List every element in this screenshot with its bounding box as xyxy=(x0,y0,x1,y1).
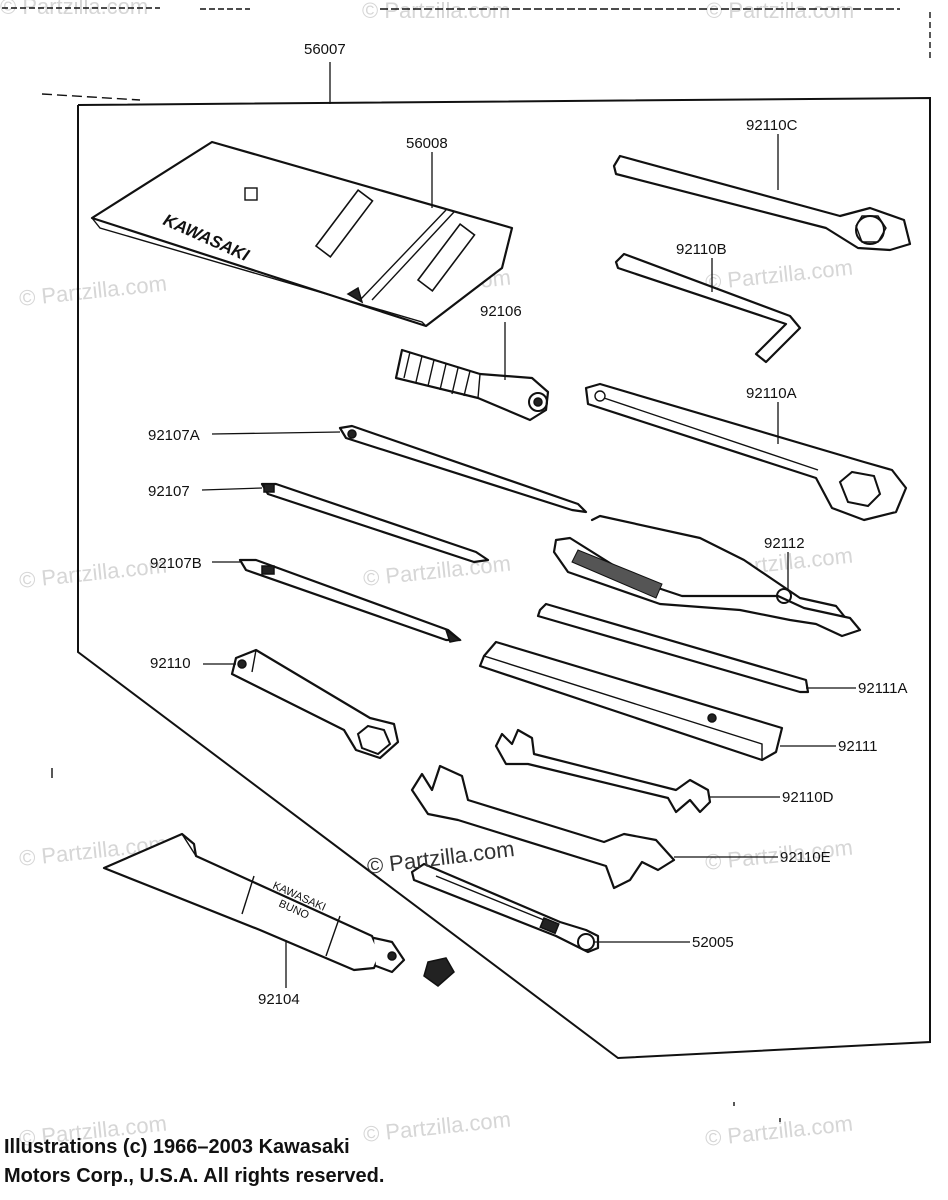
label-92110A: 92110A xyxy=(746,385,797,402)
watermark: © Partzilla.com xyxy=(704,1111,854,1151)
label-56008: 56008 xyxy=(406,135,448,152)
label-92110C: 92110C xyxy=(746,117,798,134)
screwdriver-92107 xyxy=(260,482,490,564)
label-92110E: 92110E xyxy=(780,849,831,866)
watermark: © Partzilla.com xyxy=(362,0,510,23)
label-92111: 92111 xyxy=(838,738,878,755)
label-92110: 92110 xyxy=(150,655,191,672)
copyright-line-2: Motors Corp., U.S.A. All rights reserved… xyxy=(4,1165,385,1187)
strap-52005 xyxy=(410,862,600,954)
copyright-line-1: Illustrations (c) 1966–2003 Kawasaki xyxy=(4,1136,350,1158)
wrench-92110E xyxy=(410,764,676,890)
label-92107A: 92107A xyxy=(148,427,200,444)
label-92112: 92112 xyxy=(764,535,805,552)
stray-marks xyxy=(51,768,781,1122)
label-92104: 92104 xyxy=(258,991,300,1008)
leader-lines xyxy=(201,134,856,988)
watermark: © Partzilla.com xyxy=(706,0,854,23)
plug-wrench xyxy=(230,648,400,760)
watermark: © Partzilla.com xyxy=(18,271,168,311)
wrench-92110D xyxy=(494,728,712,814)
screwdriver-92107B xyxy=(238,558,462,643)
handle xyxy=(394,348,550,422)
label-92106: 92106 xyxy=(480,303,522,320)
watermark: © Partzilla.com xyxy=(362,551,512,591)
kit-boundary xyxy=(41,62,931,1060)
hex-key-92110B xyxy=(614,252,802,364)
copyright-notice: Illustrations (c) 1966–2003 Kawasaki Mot… xyxy=(4,1133,604,1191)
part-labels: 56007 56008 92106 92107A 92107 92107B 92… xyxy=(148,41,908,1008)
label-92111A: 92111A xyxy=(858,680,908,697)
label-92107: 92107 xyxy=(148,483,190,500)
flat-bar-92111 xyxy=(478,640,784,762)
label-92110B: 92110B xyxy=(676,241,727,258)
label-52005: 52005 xyxy=(692,934,734,951)
label-56007: 56007 xyxy=(304,41,346,58)
screwdriver-92107A xyxy=(338,424,588,514)
watermark: © Partzilla.com xyxy=(0,0,148,19)
watermark: © Partzilla.com xyxy=(704,835,854,875)
wrench-92110C xyxy=(612,154,912,252)
wrench-92110A xyxy=(584,382,908,522)
watermark: © Partzilla.com xyxy=(18,553,168,593)
label-92107B: 92107B xyxy=(150,555,202,572)
pliers xyxy=(552,514,862,638)
grease-tube: KAWASAKI BUNO xyxy=(102,832,455,987)
top-dash-lines xyxy=(2,7,931,60)
watermark: © Partzilla.com xyxy=(704,255,854,295)
tool-pouch: KAWASAKI xyxy=(90,140,514,328)
bar-92111A xyxy=(536,602,810,694)
label-92110D: 92110D xyxy=(782,789,834,806)
